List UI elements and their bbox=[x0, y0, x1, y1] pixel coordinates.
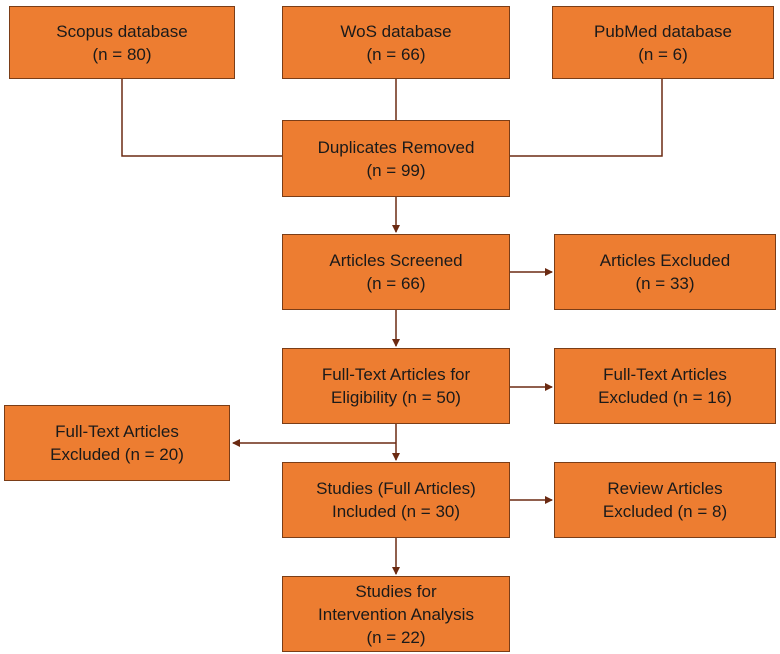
intervention-box-line2: Intervention Analysis bbox=[318, 604, 474, 624]
scopus-database-box: Scopus database (n = 80) bbox=[9, 6, 235, 79]
pubmed-database-box: PubMed database (n = 6) bbox=[552, 6, 774, 79]
duplicates-box-count: (n = 99) bbox=[366, 160, 426, 180]
excluded20-box-count: Excluded (n = 20) bbox=[50, 445, 184, 464]
articles-excluded-box: Articles Excluded (n = 33) bbox=[554, 234, 776, 310]
screened-box-count: (n = 66) bbox=[366, 274, 426, 293]
fulltext-eligibility-box: Full-Text Articles for Eligibility (n = … bbox=[282, 348, 510, 424]
scopus-to-duplicates-connector bbox=[121, 79, 282, 157]
studies-included-box: Studies (Full Articles) Included (n = 30… bbox=[282, 462, 510, 538]
duplicates-box-title: Duplicates Removed bbox=[317, 137, 475, 157]
review-articles-excluded-box: Review Articles Excluded (n = 8) bbox=[554, 462, 776, 538]
pubmed-box-title: PubMed database bbox=[594, 21, 732, 41]
articles-screened-box: Articles Screened (n = 66) bbox=[282, 234, 510, 310]
scopus-box-count: (n = 80) bbox=[92, 44, 152, 64]
pubmed-to-duplicates-connector bbox=[510, 79, 663, 157]
excluded16-box-count: Excluded (n = 16) bbox=[598, 388, 732, 407]
pubmed-box-count: (n = 6) bbox=[638, 44, 688, 64]
articles-excluded-box-count: (n = 33) bbox=[635, 274, 695, 293]
articles-excluded-box-title: Articles Excluded bbox=[599, 251, 731, 270]
eligibility-box-title: Full-Text Articles for bbox=[321, 365, 471, 384]
intervention-box-line1: Studies for bbox=[355, 581, 437, 601]
eligibility-box-count: Eligibility (n = 50) bbox=[331, 388, 461, 407]
intervention-box-count: (n = 22) bbox=[366, 627, 426, 647]
review-excluded-box-count: Excluded (n = 8) bbox=[602, 502, 728, 521]
review-excluded-box-title: Review Articles bbox=[607, 479, 723, 498]
fulltext-excluded-16-box: Full-Text Articles Excluded (n = 16) bbox=[554, 348, 776, 424]
fulltext-excluded-20-box: Full-Text Articles Excluded (n = 20) bbox=[4, 405, 230, 481]
excluded16-box-title: Full-Text Articles bbox=[603, 365, 727, 384]
wos-box-title: WoS database bbox=[340, 21, 452, 41]
scopus-box-title: Scopus database bbox=[56, 21, 188, 41]
excluded20-box-title: Full-Text Articles bbox=[55, 422, 179, 441]
included-box-title: Studies (Full Articles) bbox=[316, 479, 476, 498]
duplicates-removed-box: Duplicates Removed (n = 99) bbox=[282, 120, 510, 197]
intervention-analysis-box: Studies for Intervention Analysis (n = 2… bbox=[282, 576, 510, 652]
wos-box-count: (n = 66) bbox=[366, 44, 426, 64]
included-box-count: Included (n = 30) bbox=[331, 502, 461, 521]
screened-box-title: Articles Screened bbox=[329, 251, 463, 270]
wos-database-box: WoS database (n = 66) bbox=[282, 6, 510, 79]
